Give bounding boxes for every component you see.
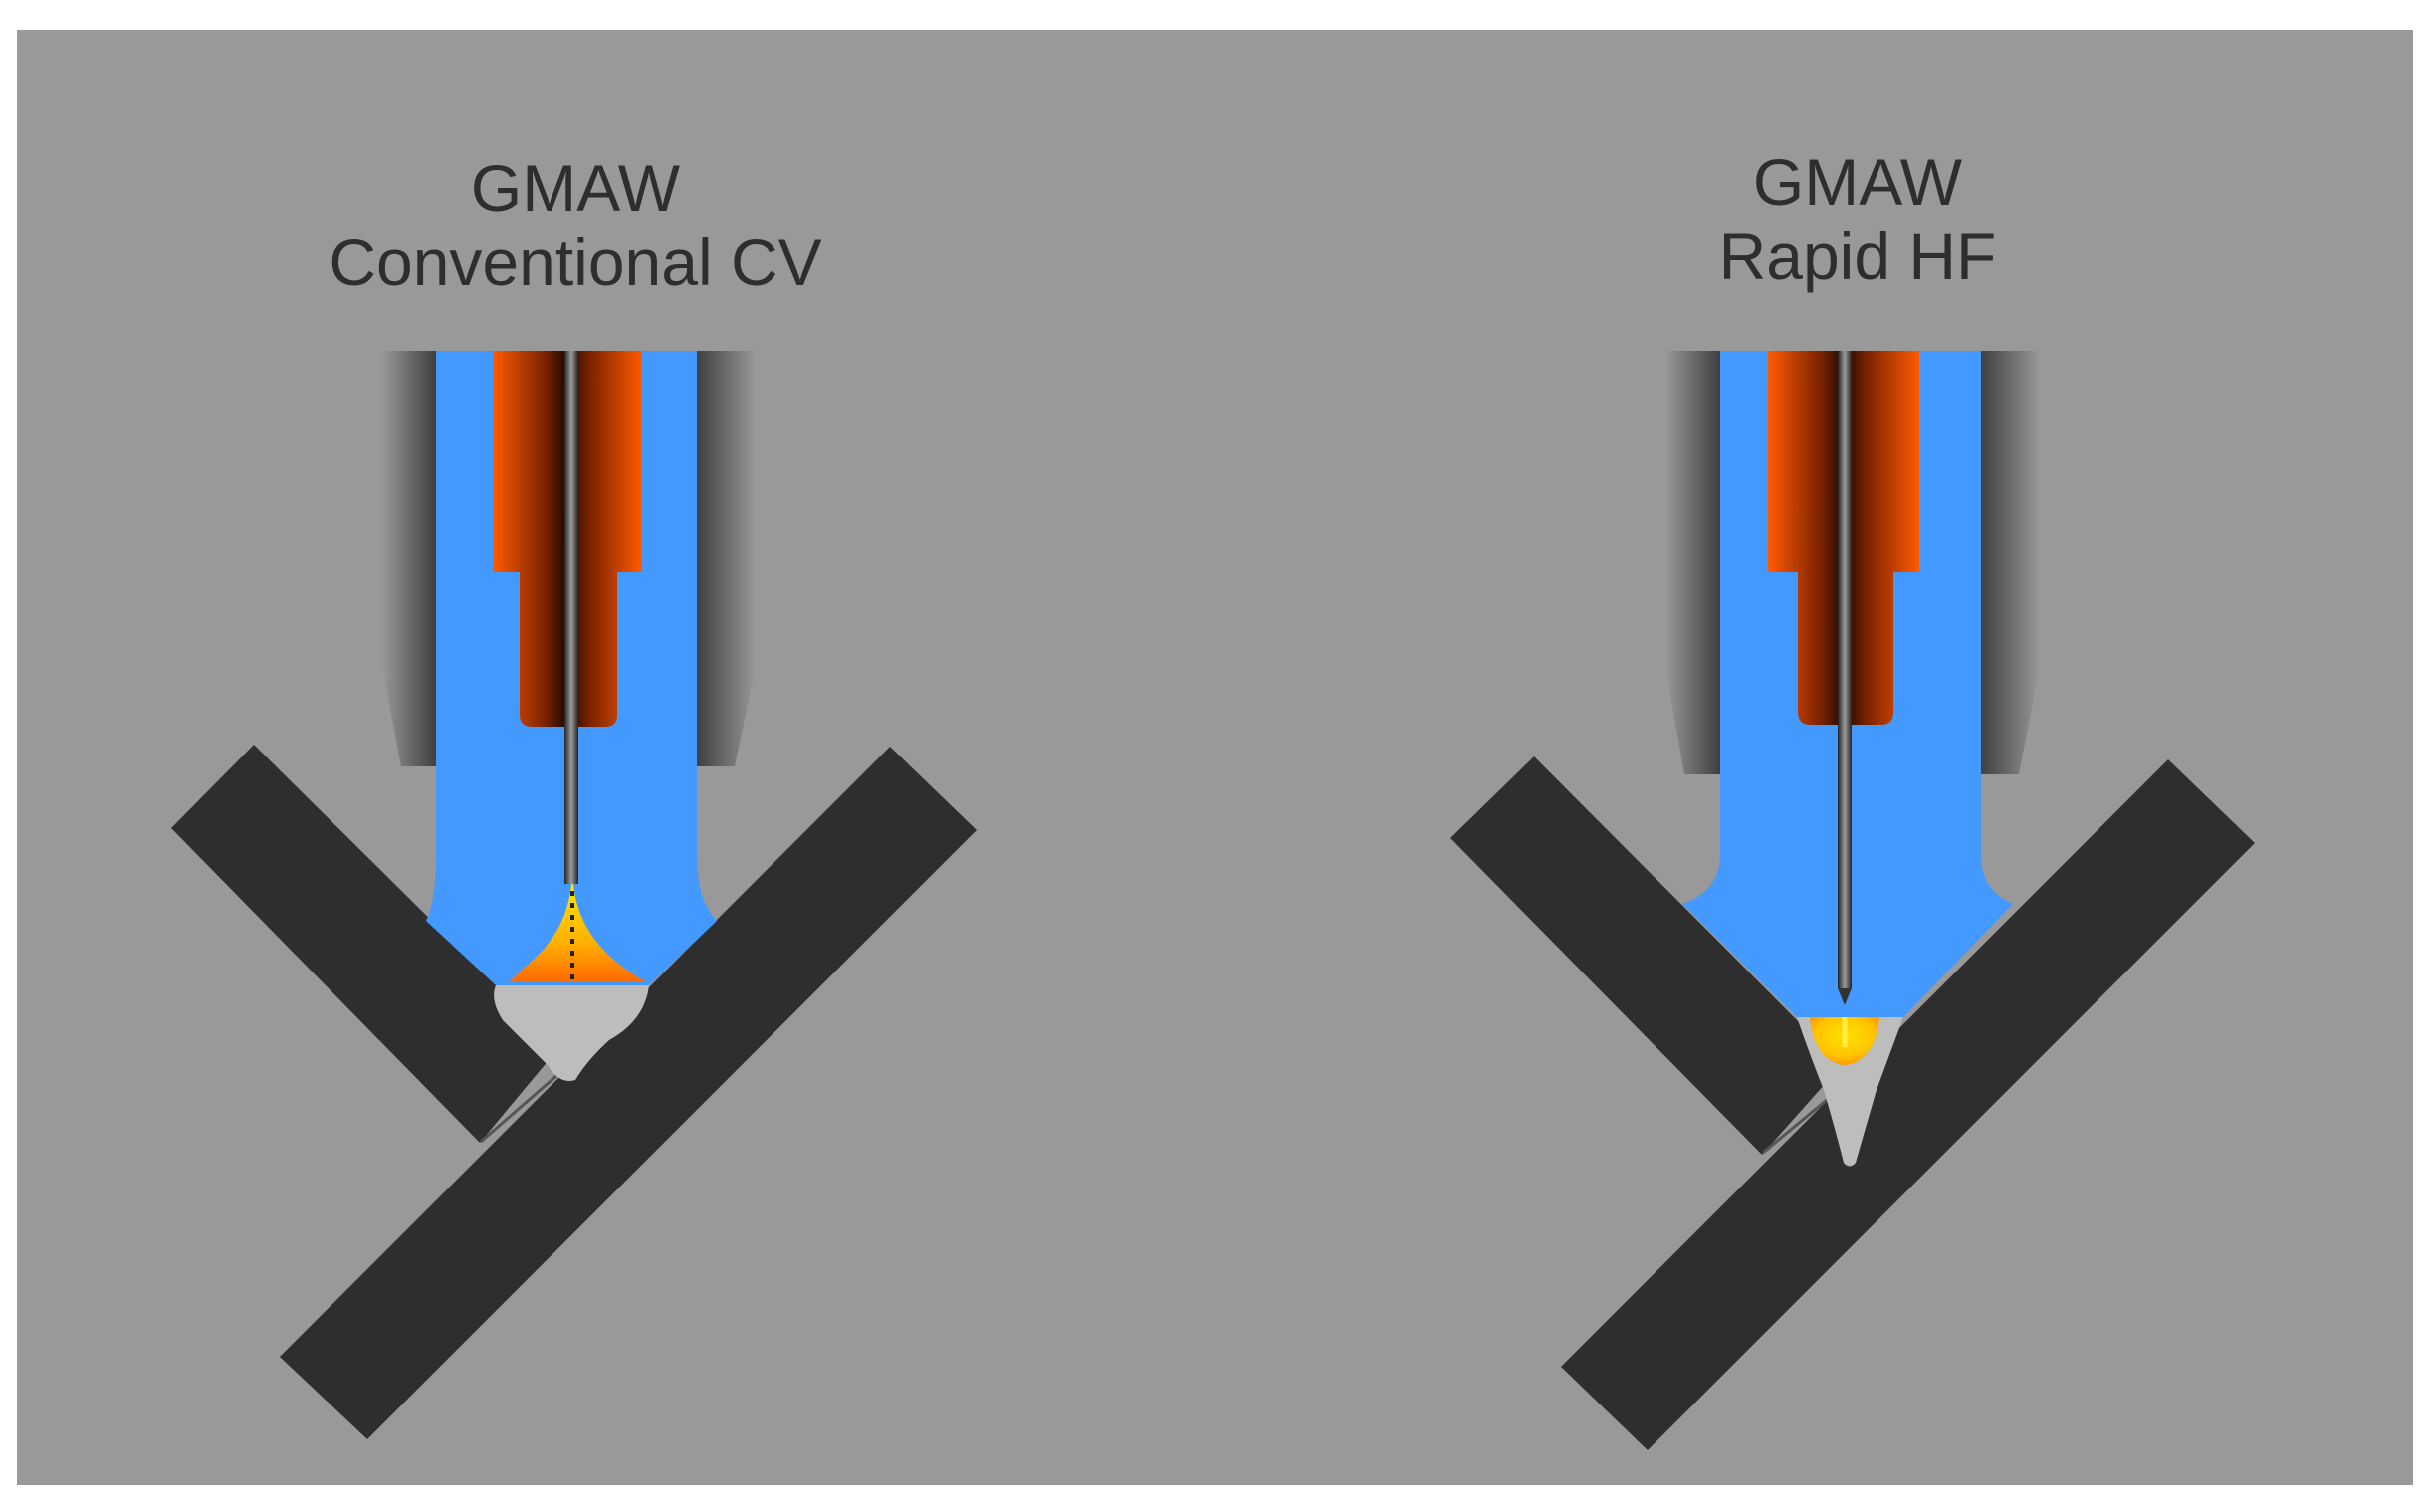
right-wire-tip — [1838, 988, 1852, 1005]
right-panel: GMAW Rapid HF — [1450, 145, 2255, 1450]
left-nozzle-wall-right — [697, 351, 757, 766]
left-nozzle-wall-left — [381, 351, 436, 766]
left-weld-pool — [494, 985, 649, 1081]
left-arc — [510, 884, 645, 981]
left-workpiece-right-plate — [280, 747, 977, 1439]
right-workpiece-left-plate — [1450, 756, 1842, 1155]
right-title-line1: GMAW — [1753, 145, 1963, 219]
right-workpiece-right-plate — [1561, 759, 2255, 1450]
left-title-line1: GMAW — [471, 151, 681, 225]
right-nozzle-wall-left — [1664, 351, 1720, 774]
right-electrode-wire — [1838, 351, 1852, 988]
left-electrode-wire — [564, 351, 578, 884]
left-joint-seam — [480, 1073, 558, 1144]
right-title-line2: Rapid HF — [1719, 219, 1997, 293]
right-joint-seam — [1762, 1098, 1828, 1155]
left-workpiece-left-plate — [171, 745, 559, 1143]
left-title-line2: Conventional CV — [329, 225, 821, 299]
left-panel: GMAW Conventional CV — [171, 151, 977, 1439]
right-nozzle-wall-right — [1981, 351, 2041, 774]
